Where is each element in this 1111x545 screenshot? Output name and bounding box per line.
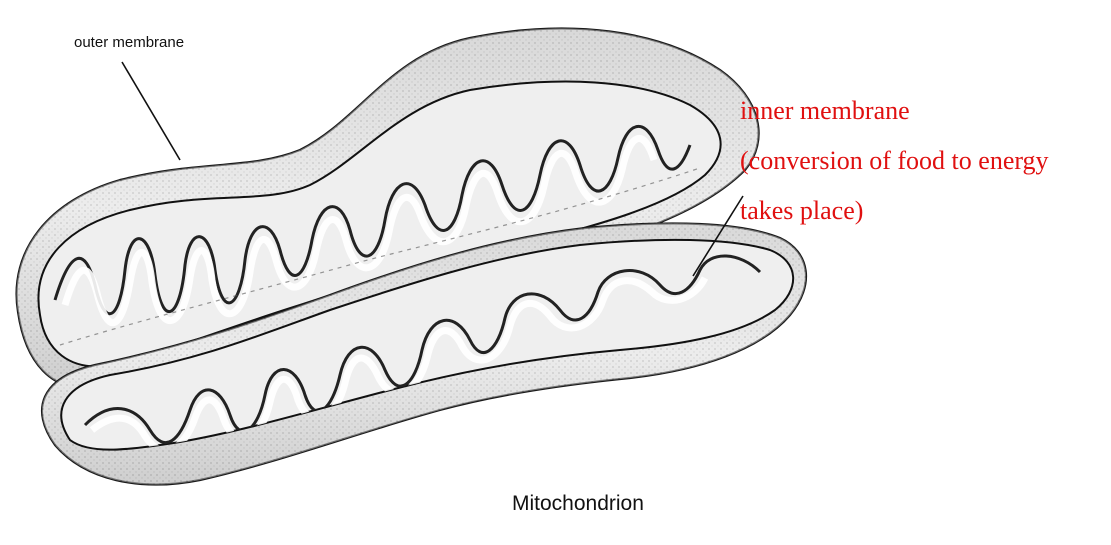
outer-membrane-label: outer membrane (74, 34, 184, 51)
outer-membrane-leader-line (122, 62, 180, 160)
inner-membrane-note-line2: takes place) (740, 193, 863, 228)
inner-membrane-note-line1: (conversion of food to energy (740, 143, 1049, 178)
diagram-title: Mitochondrion (512, 492, 644, 516)
inner-membrane-label: inner membrane (740, 93, 910, 128)
